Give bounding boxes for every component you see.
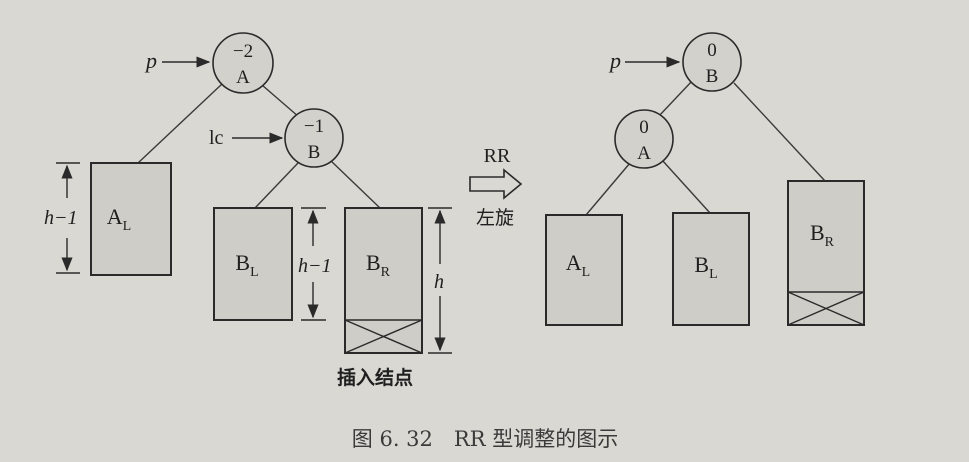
node-b-balance: −1 <box>304 116 324 137</box>
node-a-balance: −2 <box>233 41 253 62</box>
edge-a-al <box>585 162 631 216</box>
subtree-br-label: BR <box>366 250 391 280</box>
subtree-al-right: AL <box>545 214 623 326</box>
edge-b-br <box>329 159 381 209</box>
subtree-br-left: BR <box>344 207 423 354</box>
dim-bl: h−1 <box>298 207 332 321</box>
transform-arrow-icon <box>469 168 523 200</box>
dim-bl-label: h−1 <box>298 255 332 277</box>
transform-indicator: RR 左旋 <box>469 145 523 229</box>
subtree-al-left: AL <box>90 162 172 276</box>
node-b-name-right: B <box>706 66 719 87</box>
edge-a-al <box>137 83 223 164</box>
edge-b-a <box>657 79 694 118</box>
figure-caption: 图 6. 32 RR 型调整的图示 <box>352 427 618 451</box>
subtree-bl-label-right: BL <box>694 252 717 282</box>
node-a-left: −2 A <box>212 32 274 94</box>
dim-br-label: h <box>434 271 444 293</box>
edge-b-bl <box>254 162 299 209</box>
subtree-bl-right: BL <box>672 212 750 326</box>
node-a-right: 0 A <box>614 109 674 169</box>
insert-node-label: 插入结点 <box>337 366 413 389</box>
subtree-al-label: AL <box>107 204 131 234</box>
node-b-balance-right: 0 <box>707 40 717 61</box>
node-a-name: A <box>236 67 250 88</box>
node-a-name-right: A <box>637 143 651 164</box>
edge-a-bl <box>661 159 711 214</box>
transform-rr-label: RR <box>484 145 511 167</box>
transform-rotate-label: 左旋 <box>476 207 514 229</box>
edge-b-br <box>733 82 826 182</box>
pointer-p-label: p <box>144 48 157 73</box>
node-b-name: B <box>308 142 321 163</box>
right-tree: p 0 B 0 A AL BL BR <box>545 32 865 326</box>
node-a-balance-right: 0 <box>639 117 649 138</box>
node-b-left: −1 B <box>284 108 344 168</box>
subtree-bl-left: BL <box>213 207 293 321</box>
dim-al-label: h−1 <box>44 207 78 229</box>
subtree-br-label-right: BR <box>810 220 835 250</box>
left-tree: p lc −2 A −1 B AL h−1 <box>44 32 452 389</box>
subtree-al-label-right: AL <box>566 250 590 280</box>
pointer-lc-label: lc <box>209 127 224 149</box>
edge-a-b <box>261 84 300 118</box>
subtree-br-right: BR <box>787 180 865 326</box>
node-b-right: 0 B <box>682 32 742 92</box>
subtree-bl-label: BL <box>235 250 258 280</box>
dim-al: h−1 <box>44 162 80 274</box>
dim-br: h <box>428 207 452 354</box>
pointer-p-label-right: p <box>608 48 621 73</box>
